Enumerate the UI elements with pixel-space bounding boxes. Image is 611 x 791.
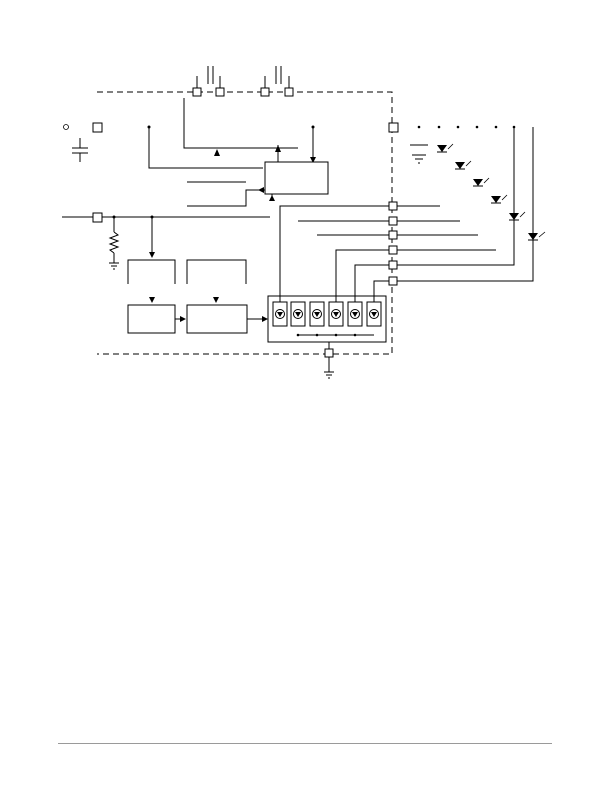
pin-icon	[260, 87, 270, 97]
diode-icon	[275, 309, 379, 319]
resistor-icon	[108, 231, 120, 254]
pin-icon	[388, 260, 398, 270]
led-icon	[528, 231, 546, 241]
ground-icon	[109, 262, 119, 270]
led-icon	[455, 160, 472, 170]
output-bus	[279, 201, 534, 302]
pin-icon	[388, 245, 398, 255]
pin-icon	[388, 122, 399, 133]
led-icon	[437, 143, 454, 153]
capacitor-block	[63, 122, 103, 162]
pin-icon	[388, 201, 398, 211]
led-array	[388, 122, 546, 246]
oscillator-wiring	[147, 98, 316, 169]
ground-icon	[324, 371, 334, 379]
capacitor-icon	[72, 138, 88, 162]
left-block-b	[186, 304, 248, 334]
ground-icon	[412, 154, 426, 164]
led-icon	[509, 211, 526, 221]
driver-block	[267, 295, 387, 379]
pin-icon	[324, 348, 334, 358]
led-icon	[491, 194, 508, 204]
feedback-lines	[187, 181, 275, 207]
left-lower-blocks	[127, 259, 268, 334]
pin-icon	[92, 212, 103, 223]
input-line	[62, 212, 270, 270]
top-header-pins	[192, 66, 294, 97]
control-block	[264, 161, 329, 195]
pin-icon	[388, 216, 398, 226]
pin-icon	[388, 230, 398, 240]
pin-icon	[192, 87, 202, 97]
left-block-a	[127, 304, 176, 334]
pin-icon	[215, 87, 225, 97]
pin-icon	[284, 87, 294, 97]
footer-rule	[58, 743, 552, 744]
led-icon	[473, 177, 490, 187]
pin-icon	[388, 276, 398, 286]
